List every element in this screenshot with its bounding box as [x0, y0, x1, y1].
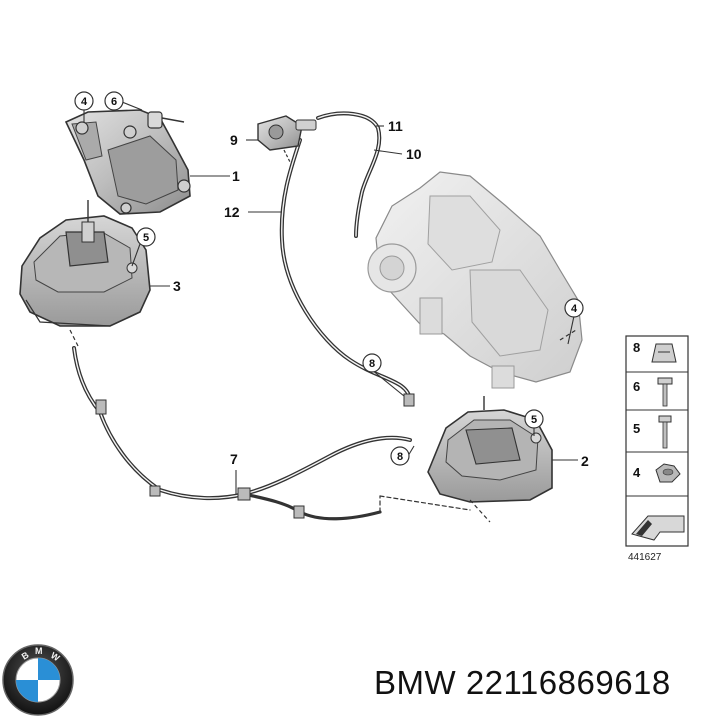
- legend-row-5: 5: [633, 415, 672, 449]
- legend-label: 4: [633, 465, 641, 480]
- callout-label: 12: [224, 204, 240, 220]
- legend-label: 6: [633, 379, 640, 394]
- callout-label: 3: [173, 278, 181, 294]
- circled-callout-5: 5: [524, 409, 544, 429]
- legend-row-6: 6: [633, 377, 673, 407]
- callout-label: 9: [230, 132, 238, 148]
- circled-callout-label: 8: [369, 358, 375, 370]
- callout-label: 10: [406, 146, 422, 162]
- engine-bracket-part: [64, 109, 191, 215]
- circled-callout-label: 5: [531, 414, 537, 426]
- engine-block-part: [367, 171, 583, 389]
- circled-callout-label: 5: [143, 232, 149, 244]
- fastener-legend: 8 6 5 4 441627: [625, 335, 689, 563]
- callout-9: 9: [230, 132, 238, 148]
- callout-10: 10: [406, 146, 422, 162]
- circled-callout-8: 8: [362, 353, 382, 373]
- callout-label: 2: [581, 453, 589, 469]
- diagram-part-number: 441627: [628, 552, 662, 563]
- callout-label: 7: [230, 451, 238, 467]
- legend-label: 8: [633, 340, 640, 355]
- engine-mount-left-part: [19, 200, 151, 347]
- circled-callout-4: 4: [564, 298, 584, 318]
- circled-callout-5: 5: [136, 227, 156, 247]
- callout-12: 12: [224, 204, 240, 220]
- vacuum-valve-part: [257, 115, 317, 163]
- circled-callout-label: 6: [111, 96, 117, 108]
- circled-callout-6: 6: [104, 91, 124, 111]
- callout-label: 1: [232, 168, 240, 184]
- legend-row-4: 4: [633, 463, 681, 483]
- callout-label: 11: [388, 118, 403, 134]
- circled-callout-4: 4: [74, 91, 94, 111]
- callout-1: 1: [232, 168, 240, 184]
- legend-row-8: 8: [633, 340, 677, 363]
- callout-7: 7: [230, 451, 238, 467]
- legend-arrow-icon: [631, 515, 685, 541]
- circled-callout-label: 4: [81, 96, 88, 108]
- callout-11: 11: [388, 118, 403, 134]
- bmw-logo: B M W: [2, 644, 74, 716]
- leader-lines: [83, 101, 578, 494]
- svg-text:M: M: [35, 646, 43, 656]
- legend-label: 5: [633, 421, 640, 436]
- callout-2: 2: [581, 453, 589, 469]
- circled-callout-label: 4: [571, 303, 578, 315]
- circled-callout-8: 8: [390, 446, 410, 466]
- vacuum-lines: [72, 111, 471, 521]
- part-number-title: BMW 22116869618: [374, 664, 671, 701]
- callout-3: 3: [173, 278, 181, 294]
- circled-callout-label: 8: [397, 451, 403, 463]
- svg-text:B: B: [20, 650, 31, 662]
- engine-mount-right-part: [427, 396, 553, 523]
